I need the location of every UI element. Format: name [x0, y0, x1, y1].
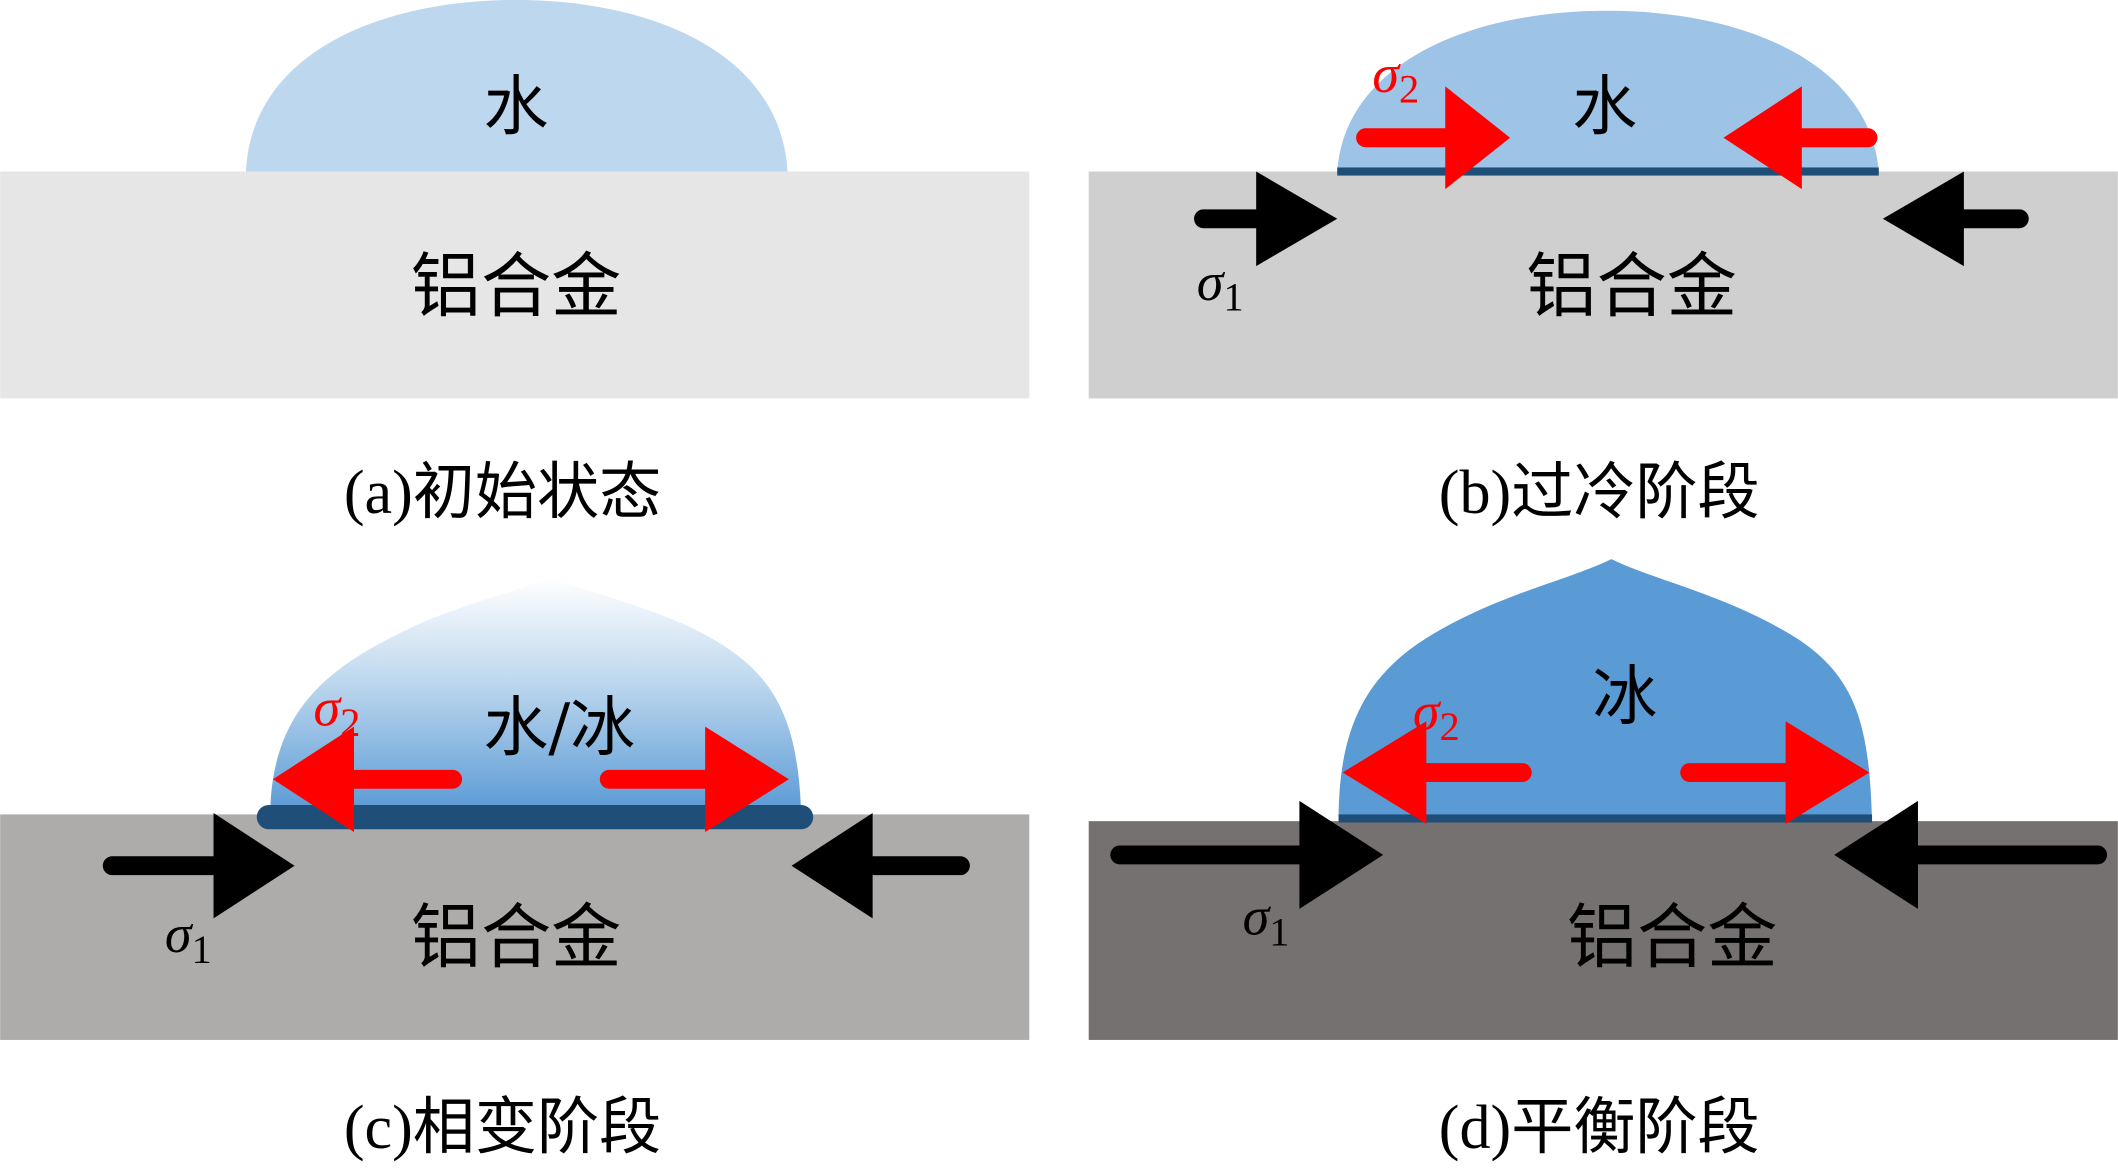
- droplet-label: 冰: [1592, 660, 1657, 735]
- sigma1-label: σ1: [1197, 252, 1244, 320]
- sigma1-arrow-left: [1194, 171, 1338, 267]
- ice-droplet: [1338, 559, 1873, 822]
- sigma1-arrow-left: [1110, 800, 1384, 909]
- sigma2-arrow-left: [272, 726, 463, 832]
- droplet-label: 水: [484, 69, 549, 144]
- ice-interface-layer: [1338, 814, 1873, 823]
- ice-interface-layer: [1337, 167, 1879, 176]
- sigma2-label: σ2: [313, 677, 360, 745]
- panel-caption: (a)初始状态: [344, 459, 661, 527]
- water-droplet: [245, 0, 788, 172]
- sigma1-arrow-right: [1882, 171, 2029, 267]
- sigma2-arrow-right: [1680, 721, 1870, 824]
- sigma2-label: σ2: [1372, 44, 1419, 112]
- panel-b: 水 σ2 σ1 铝合金 (b)过冷阶段: [1088, 10, 2118, 527]
- sigma1-arrow-right: [1834, 800, 2108, 909]
- panel-caption: (b)过冷阶段: [1439, 459, 1760, 527]
- sigma1-label: σ1: [165, 904, 212, 972]
- droplet-label: 水/冰: [484, 691, 635, 766]
- substrate-label: 铝合金: [1526, 246, 1737, 328]
- sigma1-arrow-right: [791, 813, 970, 919]
- substrate-label: 铝合金: [1567, 897, 1778, 979]
- sigma2-arrow-left: [1342, 721, 1532, 824]
- sigma2-arrow-right: [1723, 86, 1878, 190]
- substrate-label: 铝合金: [411, 897, 622, 979]
- aluminum-substrate: [0, 171, 1030, 399]
- panel-a: 水 铝合金 (a)初始状态: [0, 0, 1030, 527]
- panel-c: 水/冰 σ2 σ1 铝合金 (c)相变阶段: [0, 578, 1030, 1162]
- panel-caption: (d)平衡阶段: [1439, 1094, 1760, 1162]
- sigma2-arrow-left: [1356, 86, 1511, 190]
- panel-caption: (c)相变阶段: [344, 1094, 661, 1162]
- substrate-label: 铝合金: [411, 246, 622, 328]
- sigma2-arrow-right: [599, 726, 789, 832]
- sigma1-arrow-left: [102, 813, 295, 919]
- droplet-label: 水: [1572, 69, 1637, 144]
- water-ice-droplet: [270, 578, 802, 811]
- sigma2-label: σ2: [1413, 681, 1460, 749]
- panel-d: 冰 σ2 σ1 铝合金 (d)平衡阶段: [1088, 559, 2118, 1162]
- sigma1-label: σ1: [1243, 887, 1290, 955]
- ice-interface-layer: [256, 804, 814, 830]
